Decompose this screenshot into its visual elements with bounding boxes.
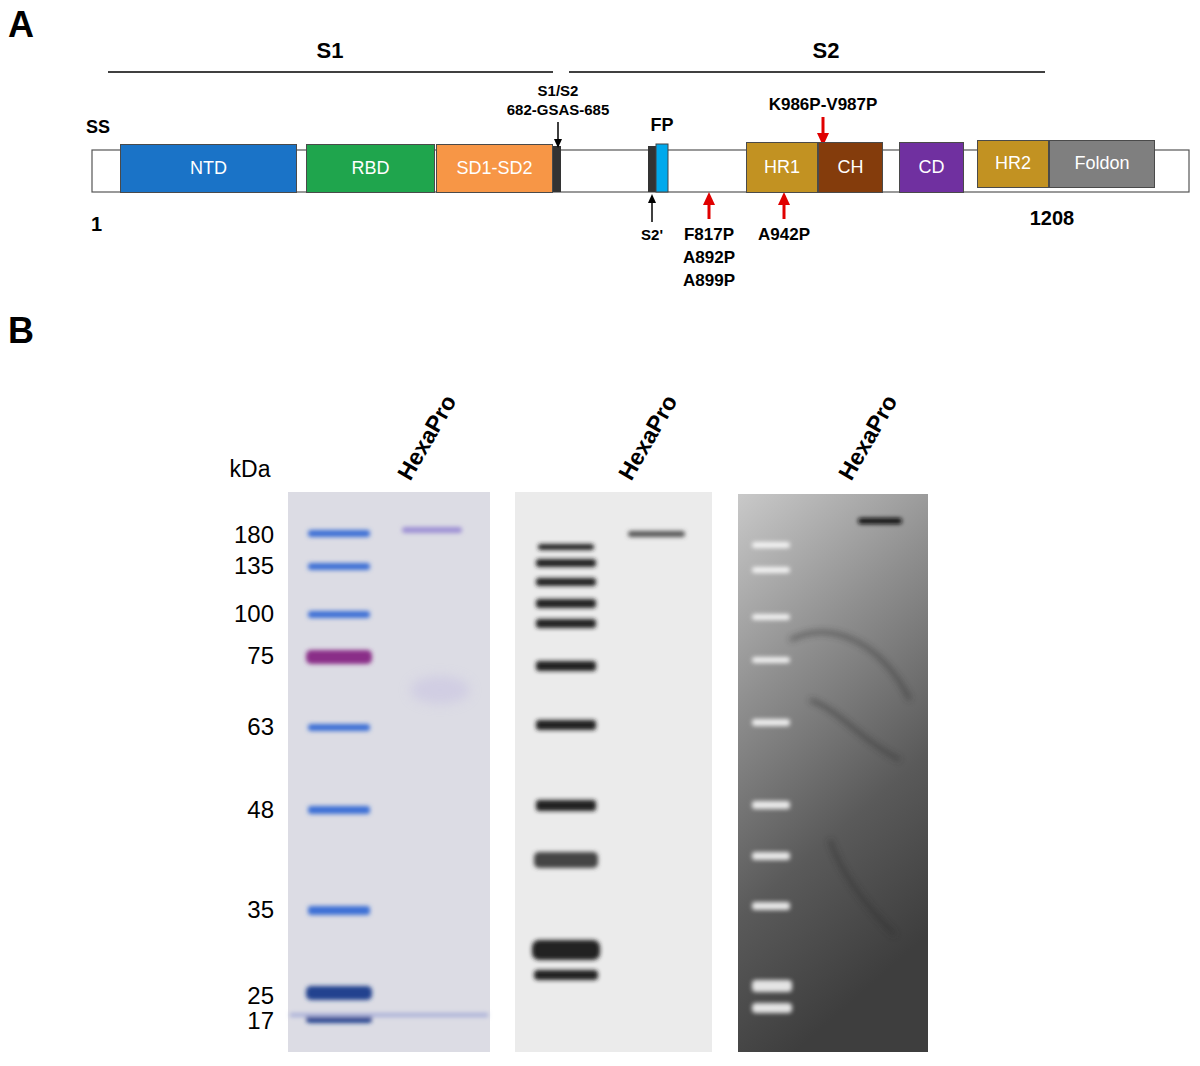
domain-abbrev: SS — [86, 117, 110, 138]
domain-label: HR2 — [995, 154, 1031, 174]
panel-a-art — [92, 72, 1189, 222]
mutation-label: A892P — [683, 248, 735, 268]
gel-blot-image — [738, 494, 928, 1052]
domain-box: CD — [899, 142, 964, 193]
site-sequence: 682-GSAS-685 — [507, 101, 610, 118]
domain-label: CH — [838, 158, 864, 178]
mutation-label: K986P-V987P — [769, 95, 878, 115]
region-name: S1 — [317, 38, 344, 63]
domain-box: HR2 — [977, 140, 1049, 188]
domain-box: HR1 — [746, 142, 818, 193]
mutation-label: A899P — [683, 271, 735, 291]
region-name: S2 — [813, 38, 840, 63]
domain-label: Foldon — [1074, 154, 1129, 174]
domain-label: NTD — [190, 159, 227, 179]
marker-size: 180 — [234, 521, 274, 549]
domain-label: CD — [919, 158, 945, 178]
domain-box: CH — [818, 142, 883, 193]
site-name: S2' — [641, 226, 663, 243]
domain-label: SD1-SD2 — [456, 159, 532, 179]
axis-unit: kDa — [230, 456, 271, 482]
marker-size: 135 — [234, 552, 274, 580]
domain-box: SD1-SD2 — [436, 144, 553, 193]
domain-box: RBD — [306, 144, 435, 193]
lane-label: HexaPro — [613, 390, 683, 484]
gel-coomassie — [288, 492, 490, 1052]
lane-label: HexaPro — [833, 390, 903, 484]
residue-number: 1208 — [1030, 207, 1075, 230]
marker-size: 35 — [247, 896, 274, 924]
panel-letter: B — [8, 310, 34, 351]
mutation-label: F817P — [684, 225, 734, 245]
domain-box: NTD — [120, 144, 297, 193]
domain-box: Foldon — [1049, 140, 1155, 188]
residue-number: 1 — [91, 213, 102, 236]
domain-abbrev: FP — [650, 115, 673, 136]
marker-size: 63 — [247, 713, 274, 741]
domain-label: RBD — [351, 159, 389, 179]
panel-letter: A — [8, 4, 34, 45]
site-name: S1/S2 — [538, 82, 579, 99]
domain-label: HR1 — [764, 158, 800, 178]
marker-size: 17 — [247, 1007, 274, 1035]
marker-size: 25 — [247, 982, 274, 1010]
gel-western-blot — [515, 492, 712, 1052]
marker-size: 100 — [234, 600, 274, 628]
mutation-label: A942P — [758, 225, 810, 245]
marker-size: 75 — [247, 642, 274, 670]
lane-label: HexaPro — [392, 390, 462, 484]
marker-size: 48 — [247, 796, 274, 824]
